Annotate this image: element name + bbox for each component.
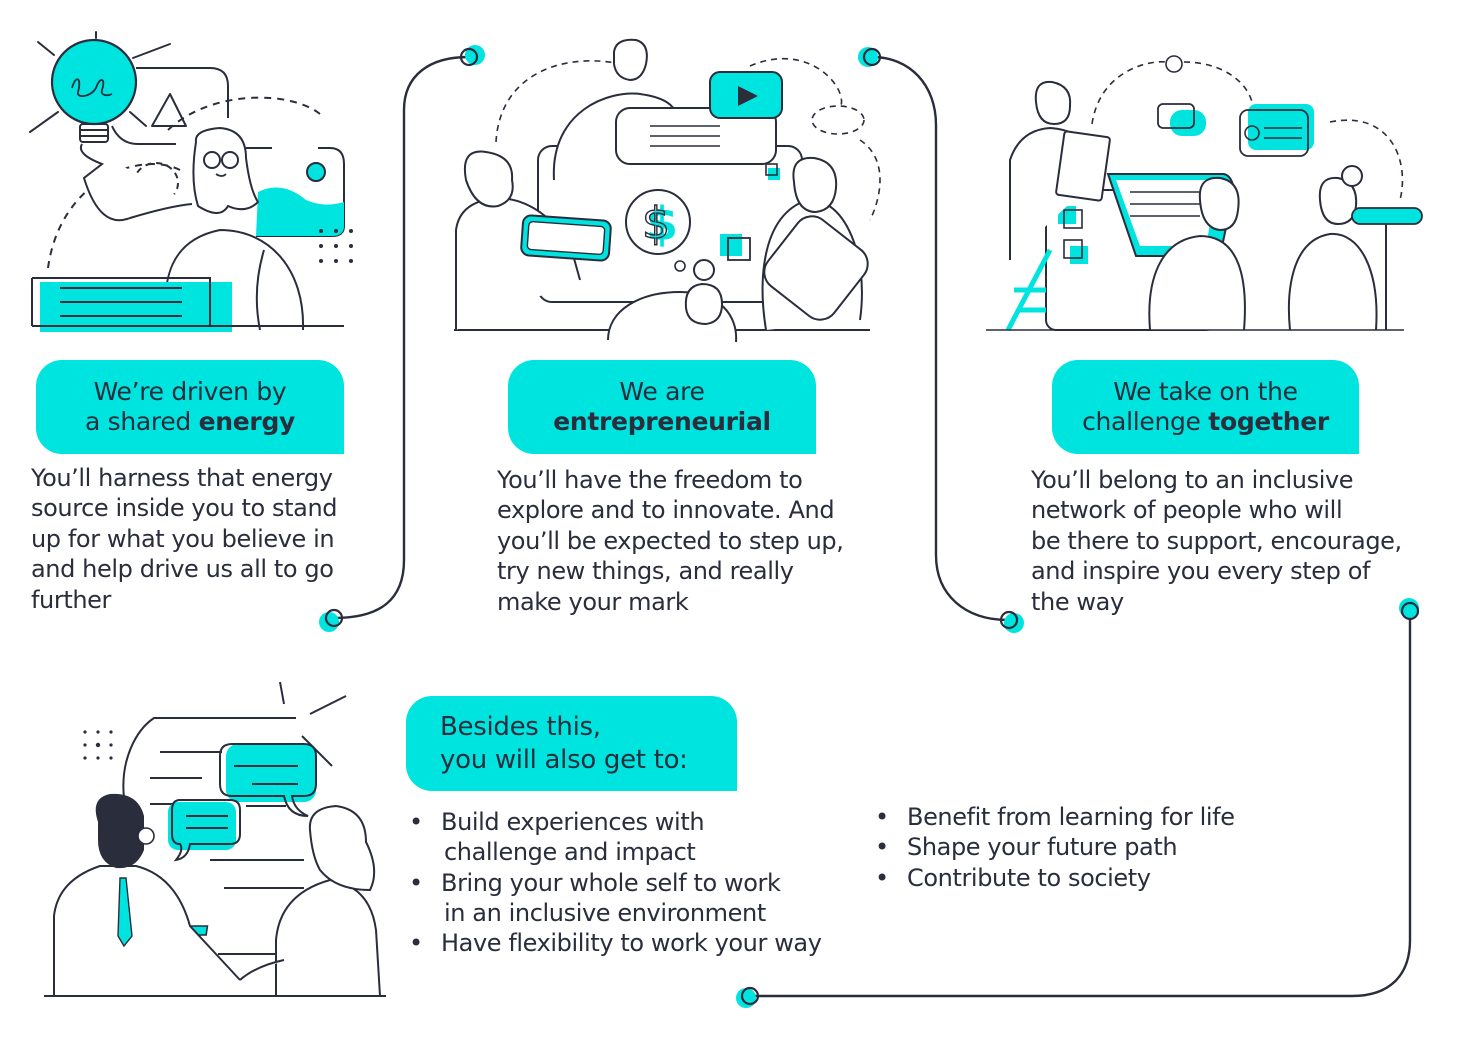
value-description-entrepreneurial: You’ll have the freedom to explore and t… bbox=[497, 466, 844, 616]
value-heading-emphasis: together bbox=[1208, 407, 1329, 436]
dollar-coin-icon bbox=[625, 189, 691, 255]
value-heading-emphasis: entrepreneurial bbox=[553, 407, 771, 436]
value-heading-line2: entrepreneurial bbox=[553, 407, 771, 437]
benefits-heading: Besides this, you will also get to: bbox=[406, 696, 737, 791]
connector-node-6 bbox=[736, 986, 760, 1008]
svg-text:$: $ bbox=[642, 198, 670, 249]
benefits-heading-line2: you will also get to: bbox=[440, 744, 688, 775]
paint-roller-icon bbox=[1351, 207, 1423, 225]
team-brainstorming-illustration: $ $ bbox=[454, 38, 881, 343]
benefit-item: Shape your future path bbox=[875, 832, 1235, 863]
team-collaborating-on-board-illustration bbox=[986, 55, 1423, 332]
benefit-item: Contribute to society bbox=[875, 863, 1235, 894]
svg-text:$: $ bbox=[646, 197, 678, 251]
value-heading-line2: challenge together bbox=[1082, 407, 1329, 436]
value-heading-entrepreneurial: We are entrepreneurial bbox=[508, 360, 816, 454]
benefit-item: Have flexibility to work your way bbox=[409, 928, 822, 959]
benefits-heading-line1: Besides this, bbox=[440, 711, 601, 742]
value-heading-emphasis: energy bbox=[198, 407, 296, 436]
benefit-item: Benefit from learning for life bbox=[875, 802, 1235, 833]
value-description-together: You’ll belong to an inclusive network of… bbox=[1031, 466, 1402, 616]
value-heading-line1: We’re driven by bbox=[93, 377, 287, 406]
connector-node-4 bbox=[999, 610, 1024, 633]
benefits-list-right: Benefit from learning for life Shape you… bbox=[875, 802, 1235, 893]
value-description-energy: You’ll harness that energy source inside… bbox=[31, 464, 338, 614]
connector-node-5 bbox=[1399, 598, 1420, 621]
handshake-conversation-illustration bbox=[44, 681, 386, 997]
woman-holding-lightbulb-illustration bbox=[29, 31, 353, 332]
value-heading-line1: We are bbox=[619, 377, 705, 406]
value-heading-energy: We’re driven by a shared energy bbox=[36, 360, 344, 454]
lightbulb-icon bbox=[50, 38, 138, 126]
value-heading-line2: a shared energy bbox=[84, 407, 296, 436]
value-heading-line1: We take on the bbox=[1113, 377, 1298, 406]
value-heading-together: We take on the challenge together bbox=[1052, 360, 1359, 454]
